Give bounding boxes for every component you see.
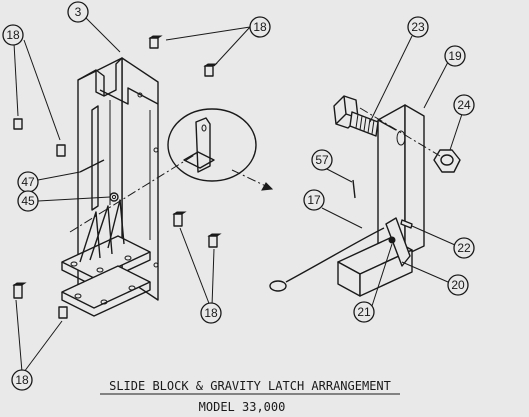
leader-lines bbox=[13, 15, 463, 373]
pad-parts-18 bbox=[12, 35, 222, 319]
arrowhead bbox=[261, 182, 274, 191]
pad bbox=[173, 213, 183, 227]
callout-18-bottom-mid: 18 bbox=[200, 302, 222, 324]
pad bbox=[149, 37, 159, 49]
svg-text:47: 47 bbox=[21, 175, 35, 189]
svg-text:22: 22 bbox=[457, 241, 471, 255]
callout-22: 22 bbox=[453, 237, 475, 259]
svg-text:20: 20 bbox=[451, 278, 465, 292]
bracket-bolt-hole bbox=[396, 130, 406, 146]
pad bbox=[13, 118, 23, 130]
drawing-subtitle: MODEL 33,000 bbox=[199, 400, 286, 414]
pad bbox=[204, 65, 214, 77]
svg-text:24: 24 bbox=[457, 98, 471, 112]
pad bbox=[56, 144, 66, 157]
pivot-part-21 bbox=[388, 236, 396, 244]
nut-body bbox=[433, 149, 461, 173]
svg-text:57: 57 bbox=[315, 153, 329, 167]
gravity-latch-part-20 bbox=[385, 217, 411, 267]
pad bbox=[58, 306, 68, 319]
callout-47: 47 bbox=[17, 171, 39, 193]
cable-loop bbox=[269, 280, 287, 292]
callout-19: 19 bbox=[444, 45, 466, 67]
cable-part-17 bbox=[269, 227, 385, 292]
callout-45: 45 bbox=[17, 190, 39, 212]
centerline bbox=[359, 107, 441, 157]
callout-24: 24 bbox=[453, 94, 475, 116]
bracket-front-face bbox=[404, 104, 425, 256]
bolt-part-23 bbox=[333, 95, 379, 137]
callout-18-left-top: 18 bbox=[2, 24, 24, 46]
latch-base-block bbox=[337, 237, 413, 297]
centerline bbox=[69, 153, 197, 233]
svg-text:18: 18 bbox=[204, 306, 218, 320]
washer-part-45 bbox=[109, 192, 119, 202]
callout-18-bottom-left: 18 bbox=[11, 369, 33, 391]
detail-inset-view bbox=[167, 108, 257, 182]
pin-part-47 bbox=[79, 159, 105, 173]
svg-text:23: 23 bbox=[411, 20, 425, 34]
svg-text:19: 19 bbox=[448, 49, 462, 63]
drawing-title: SLIDE BLOCK & GRAVITY LATCH ARRANGEMENT bbox=[109, 379, 391, 393]
svg-text:18: 18 bbox=[253, 20, 267, 34]
svg-text:18: 18 bbox=[15, 373, 29, 387]
callout-57: 57 bbox=[311, 149, 333, 171]
callout-17: 17 bbox=[303, 189, 325, 211]
svg-text:45: 45 bbox=[21, 194, 35, 208]
callout-23: 23 bbox=[407, 16, 429, 38]
pin-part-57 bbox=[352, 179, 356, 199]
channel-inner-edge bbox=[95, 70, 105, 97]
svg-text:3: 3 bbox=[75, 5, 82, 19]
callout-21: 21 bbox=[353, 301, 375, 323]
slide-block-part-3 bbox=[61, 57, 159, 317]
centerline bbox=[231, 169, 271, 189]
set-screw-part-22 bbox=[400, 219, 413, 229]
nut-part-24 bbox=[433, 149, 461, 173]
pad bbox=[13, 284, 23, 299]
callout-18-top: 18 bbox=[249, 16, 271, 38]
vertical-slot bbox=[91, 105, 99, 211]
callout-20: 20 bbox=[447, 274, 469, 296]
channel-return-flange bbox=[99, 87, 159, 105]
gusset-right bbox=[107, 199, 125, 249]
detail-slot-plate bbox=[195, 117, 211, 173]
svg-text:21: 21 bbox=[357, 305, 371, 319]
svg-text:18: 18 bbox=[6, 28, 20, 42]
svg-text:17: 17 bbox=[307, 193, 321, 207]
pad bbox=[208, 235, 218, 248]
callout-3: 3 bbox=[67, 1, 89, 23]
gusset-left bbox=[79, 211, 101, 263]
